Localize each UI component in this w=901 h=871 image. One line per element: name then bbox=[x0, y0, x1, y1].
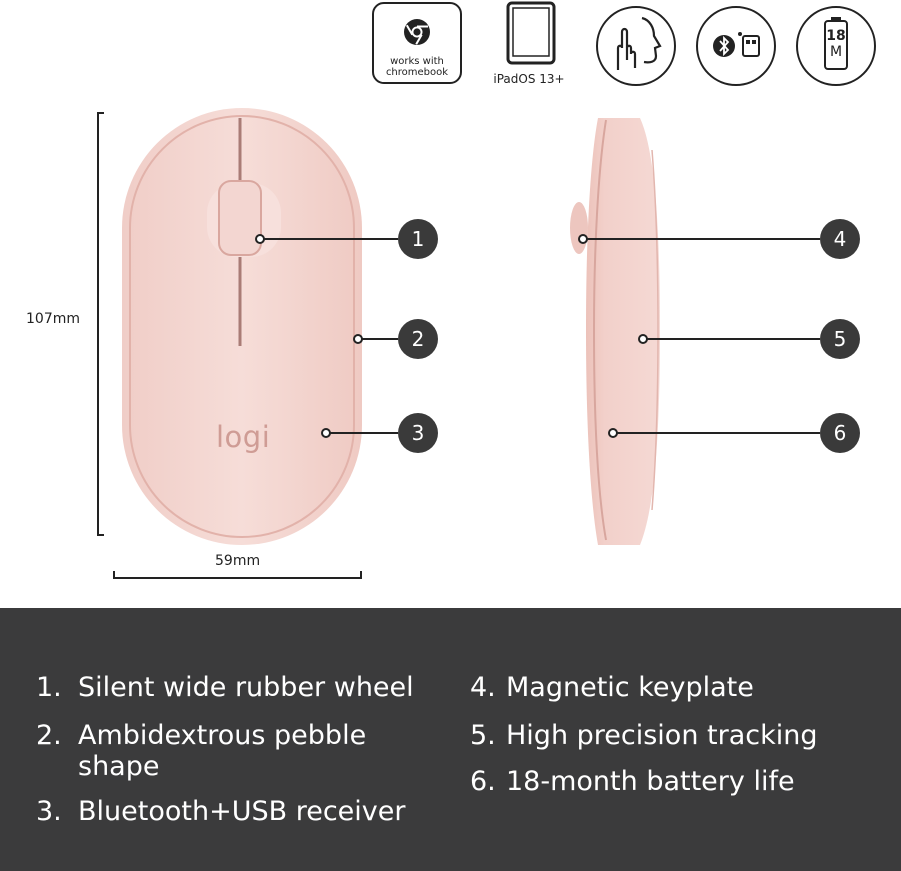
feature-item-1: 1. Silent wide rubber wheel bbox=[36, 672, 414, 703]
feature-number: 1. bbox=[36, 672, 62, 703]
feature-number: 5. bbox=[470, 720, 496, 751]
callout-5: 5 bbox=[820, 319, 860, 359]
feature-number: 3. bbox=[36, 796, 62, 827]
feature-text: Silent wide rubber wheel bbox=[78, 672, 414, 703]
logi-logo: logi bbox=[216, 420, 271, 454]
feature-number: 4. bbox=[470, 672, 496, 703]
feature-number: 2. bbox=[36, 720, 62, 751]
feature-item-6: 6. 18-month battery life bbox=[470, 766, 795, 797]
feature-text: Ambidextrous pebble bbox=[78, 720, 367, 751]
silent-click-icon bbox=[616, 16, 662, 70]
feature-text: High precision tracking bbox=[506, 720, 818, 751]
callout-4: 4 bbox=[820, 219, 860, 259]
feature-item-5: 5. High precision tracking bbox=[470, 720, 818, 751]
callout-lines bbox=[255, 234, 820, 438]
ipad-label: iPadOS 13+ bbox=[493, 72, 565, 86]
chromebook-badge: works with chromebook bbox=[372, 2, 462, 84]
chromebook-badge-line1: works with bbox=[390, 56, 444, 67]
battery-unit: M bbox=[829, 44, 843, 60]
height-label: 107mm bbox=[26, 311, 80, 327]
callout-2: 2 bbox=[398, 319, 438, 359]
feature-item-3: 3. Bluetooth+USB receiver bbox=[36, 796, 405, 827]
chrome-icon bbox=[404, 19, 430, 45]
dimension-lines bbox=[97, 112, 362, 579]
feature-text-line2: shape bbox=[78, 751, 160, 782]
width-label: 59mm bbox=[215, 553, 261, 569]
battery-badge: 18 M bbox=[796, 6, 876, 86]
callout-1: 1 bbox=[398, 219, 438, 259]
battery-value: 18 bbox=[826, 28, 846, 44]
product-diagram: works with chromebook iPadOS 13+ bbox=[26, 1, 876, 579]
feature-text: Magnetic keyplate bbox=[506, 672, 754, 703]
feature-item-4: 4. Magnetic keyplate bbox=[470, 672, 754, 703]
feature-panel: 1. Silent wide rubber wheel 2. Ambidextrou… bbox=[0, 608, 901, 871]
bluetooth-usb-badge bbox=[696, 6, 776, 86]
silent-click-badge bbox=[596, 6, 676, 86]
ipad-icon bbox=[506, 1, 556, 65]
chromebook-badge-line2: chromebook bbox=[385, 67, 449, 78]
feature-text: 18-month battery life bbox=[506, 766, 795, 797]
bluetooth-usb-icon bbox=[713, 32, 760, 57]
battery-icon bbox=[824, 17, 848, 70]
callout-3: 3 bbox=[398, 413, 438, 453]
callout-6: 6 bbox=[820, 413, 860, 453]
feature-text: Bluetooth+USB receiver bbox=[78, 796, 406, 827]
feature-number: 6. bbox=[470, 766, 496, 797]
